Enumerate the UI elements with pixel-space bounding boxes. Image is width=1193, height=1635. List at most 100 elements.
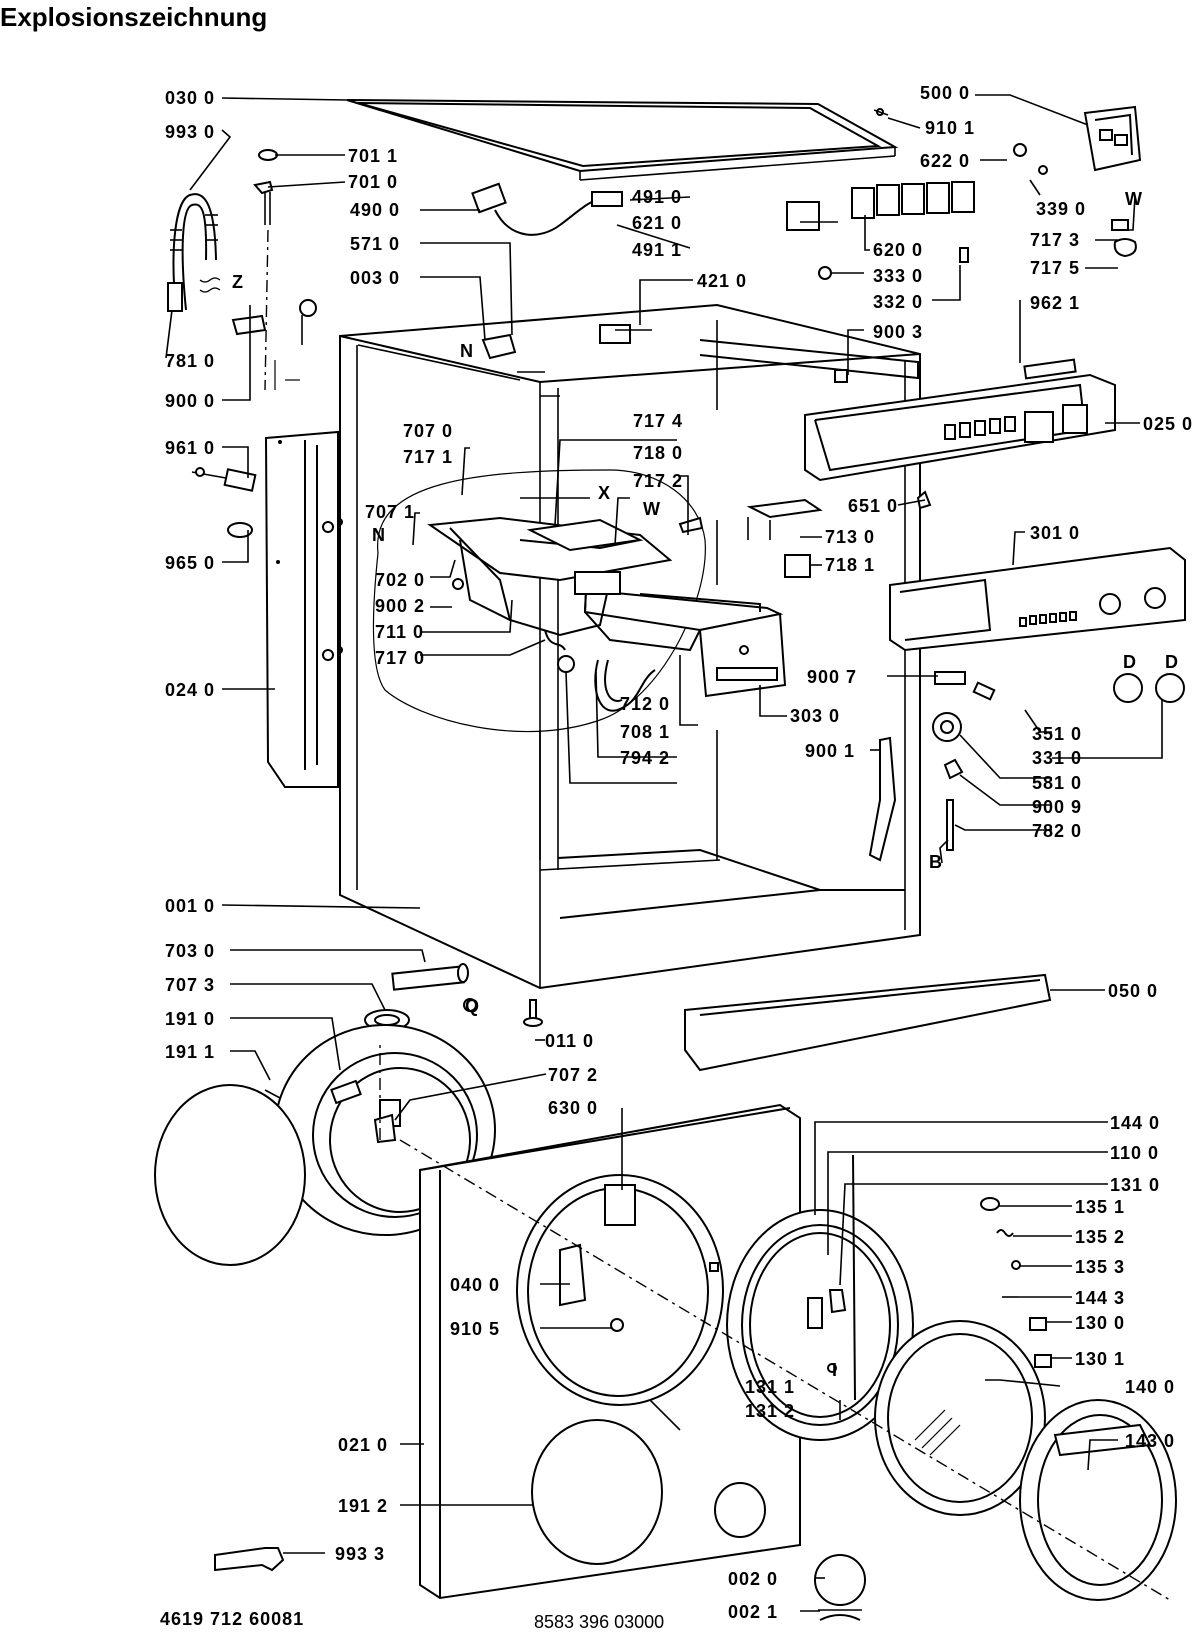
label-620-0: 620 0 xyxy=(873,240,923,260)
label-712-0: 712 0 xyxy=(620,694,670,714)
door-ring-144 xyxy=(726,1209,914,1441)
label-622-0: 622 0 xyxy=(920,151,970,171)
label-002-1: 002 1 xyxy=(728,1602,778,1622)
label-131-0: 131 0 xyxy=(1110,1175,1160,1195)
label-717-1: 717 1 xyxy=(403,447,453,467)
label-131-2: 131 2 xyxy=(745,1401,795,1421)
label-130-1: 130 1 xyxy=(1075,1349,1125,1369)
label-131-1: 131 1 xyxy=(745,1377,795,1397)
label-993-3: 993 3 xyxy=(335,1544,385,1564)
part-labels: 030 0 993 0 701 1 701 0 490 0 571 0 003 … xyxy=(165,83,1193,1622)
label-717-4: 717 4 xyxy=(633,411,683,431)
label-002-0: 002 0 xyxy=(728,1569,778,1589)
front-panel-021 xyxy=(419,1103,801,1600)
label-331-0: 331 0 xyxy=(1032,748,1082,768)
label-713-0: 713 0 xyxy=(825,527,875,547)
dispenser-housing xyxy=(427,516,673,637)
label-421-0: 421 0 xyxy=(697,271,747,291)
label-303-0: 303 0 xyxy=(790,706,840,726)
side-panel xyxy=(264,430,339,788)
label-191-2: 191 2 xyxy=(338,1496,388,1516)
label-703-0: 703 0 xyxy=(165,941,215,961)
label-491-1: 491 1 xyxy=(632,240,682,260)
label-143-0: 143 0 xyxy=(1125,1431,1175,1451)
door-glass-140 xyxy=(874,1320,1046,1516)
hoses xyxy=(544,629,656,712)
label-024-0: 024 0 xyxy=(165,680,215,700)
marker-i: I xyxy=(832,1360,838,1380)
footer-left-code: 4619 712 60081 xyxy=(160,1609,304,1629)
label-781-0: 781 0 xyxy=(165,351,215,371)
tube-703 xyxy=(391,963,477,1012)
label-900-9: 900 9 xyxy=(1032,797,1082,817)
parts-drawing xyxy=(154,99,1186,1621)
label-339-0: 339 0 xyxy=(1036,199,1086,219)
label-191-1: 191 1 xyxy=(165,1042,215,1062)
clamp-961 xyxy=(191,467,257,538)
label-011-0: 011 0 xyxy=(545,1031,594,1051)
control-panel-025 xyxy=(804,358,1116,482)
door-frame-143 xyxy=(1019,1399,1177,1601)
label-707-1: 707 1 xyxy=(365,502,415,522)
marker-n-1: N xyxy=(460,341,474,361)
label-351-0: 351 0 xyxy=(1032,724,1082,744)
letter-markers: Z N N X W W D D B Q I xyxy=(232,189,1178,1380)
cabinet xyxy=(335,303,921,990)
label-490-0: 490 0 xyxy=(350,200,400,220)
label-962-1: 962 1 xyxy=(1030,293,1080,313)
label-782-0: 782 0 xyxy=(1032,821,1082,841)
label-001-0: 001 0 xyxy=(165,896,215,916)
label-711-0: 711 0 xyxy=(375,622,424,642)
label-025-0: 025 0 xyxy=(1143,414,1193,434)
label-910-5: 910 5 xyxy=(450,1319,500,1339)
component-571 xyxy=(481,333,517,360)
label-717-2: 717 2 xyxy=(633,471,683,491)
bracket-713 xyxy=(746,498,823,519)
label-718-1: 718 1 xyxy=(825,555,875,575)
label-900-3: 900 3 xyxy=(873,322,923,342)
label-332-0: 332 0 xyxy=(873,292,923,312)
label-651-0: 651 0 xyxy=(848,496,898,516)
page-title: Explosionszeichnung xyxy=(0,2,268,32)
label-900-0: 900 0 xyxy=(165,391,215,411)
label-135-2: 135 2 xyxy=(1075,1227,1125,1247)
label-717-3: 717 3 xyxy=(1030,230,1080,250)
marker-n-2: N xyxy=(372,525,386,545)
label-965-0: 965 0 xyxy=(165,553,215,573)
label-794-2: 794 2 xyxy=(620,748,670,768)
label-707-3: 707 3 xyxy=(165,975,215,995)
label-144-0: 144 0 xyxy=(1110,1113,1160,1133)
marker-z: Z xyxy=(232,272,244,292)
label-110-0: 110 0 xyxy=(1110,1143,1159,1163)
marker-b: B xyxy=(929,852,943,872)
front-panel-301 xyxy=(889,546,1186,652)
label-961-0: 961 0 xyxy=(165,438,215,458)
modules-620 xyxy=(786,181,975,231)
label-993-0: 993 0 xyxy=(165,122,215,142)
wiring-490 xyxy=(471,182,652,344)
label-900-2: 900 2 xyxy=(375,596,425,616)
label-701-1: 701 1 xyxy=(348,146,398,166)
label-135-1: 135 1 xyxy=(1075,1197,1125,1217)
label-571-0: 571 0 xyxy=(350,234,400,254)
top-lid xyxy=(346,99,899,181)
dispenser-outline xyxy=(372,469,706,733)
label-191-0: 191 0 xyxy=(165,1009,215,1029)
label-900-7: 900 7 xyxy=(807,667,857,687)
label-050-0: 050 0 xyxy=(1108,981,1158,1001)
footer-center-code: 8583 396 03000 xyxy=(534,1612,664,1632)
label-702-0: 702 0 xyxy=(375,570,425,590)
label-003-0: 003 0 xyxy=(350,268,400,288)
label-910-1: 910 1 xyxy=(925,118,975,138)
label-040-0: 040 0 xyxy=(450,1275,500,1295)
label-491-0: 491 0 xyxy=(632,187,682,207)
small-parts-left xyxy=(231,149,317,391)
knobs xyxy=(932,673,1185,742)
label-717-5: 717 5 xyxy=(1030,258,1080,278)
label-135-3: 135 3 xyxy=(1075,1257,1125,1277)
label-701-0: 701 0 xyxy=(348,172,398,192)
marker-w-2: W xyxy=(1125,189,1143,209)
label-718-0: 718 0 xyxy=(633,443,683,463)
detergent-drawer xyxy=(583,588,787,698)
